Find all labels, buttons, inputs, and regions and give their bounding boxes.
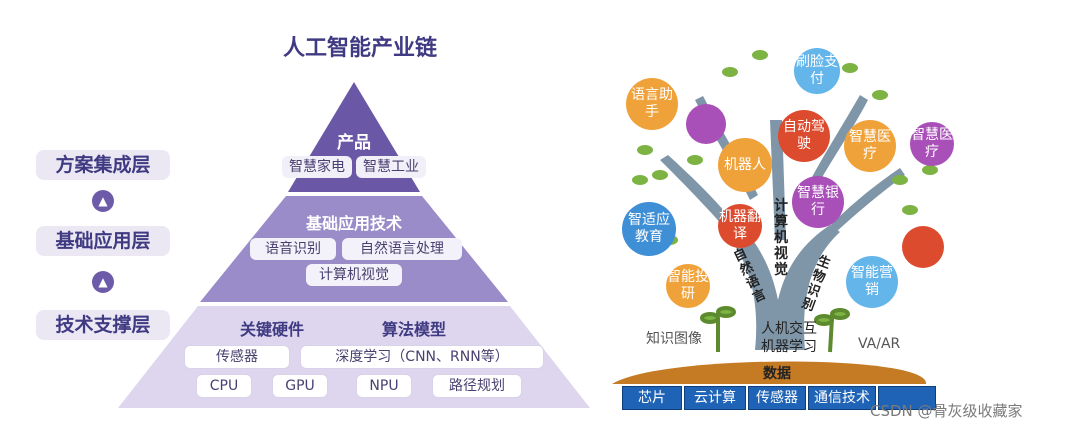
box-sensor: 传感器: [748, 386, 806, 410]
box-blank: [878, 386, 936, 410]
box-cloud-computing: 云计算: [684, 386, 746, 410]
tag-path-planning: 路径规划: [432, 374, 522, 398]
chevron-up-icon: ▲: [92, 271, 114, 293]
csdn-watermark: CSDN @骨灰级收藏家: [870, 402, 1023, 420]
bubble-red-decor: [902, 226, 944, 268]
bubble-smart-medical-2: 智慧医疗: [910, 122, 954, 166]
small-sprouts: [700, 306, 850, 353]
box-communication: 通信技术: [808, 386, 876, 410]
tag-npu: NPU: [356, 374, 412, 398]
box-chip: 芯片: [622, 386, 682, 410]
layer-label-solution: 方案集成层: [36, 150, 170, 180]
layer-label-tech-support: 技术支撑层: [36, 310, 170, 340]
tag-smart-appliance: 智慧家电: [282, 156, 352, 178]
soil-mound: [612, 361, 927, 384]
pyramid-bottom-head-algorithm: 算法模型: [381, 320, 446, 339]
bubble-face-payment: 刷脸支付: [794, 48, 840, 94]
tag-sensor: 传感器: [184, 345, 290, 369]
tag-gpu: GPU: [272, 374, 328, 398]
bubble-smart-marketing: 智能营销: [846, 256, 898, 308]
pyramid-top-head: 产品: [337, 133, 371, 153]
bubble-autonomous-driving: 自动驾驶: [778, 110, 830, 162]
tag-speech-recognition: 语音识别: [250, 238, 336, 260]
bubble-smart-bank: 智慧银行: [792, 176, 844, 228]
chevron-up-icon: ▲: [92, 190, 114, 212]
side-label-knowledge-graph: 知识图像: [646, 331, 702, 347]
tag-cpu: CPU: [196, 374, 252, 398]
pyramid-bottom-head-hardware: 关键硬件: [239, 320, 304, 339]
trunk-label-machine-learning: 机器学习: [761, 339, 817, 355]
bubble-smart-investment: 智能投研: [666, 264, 710, 308]
bubble-robot: 机器人: [718, 138, 772, 192]
bubble-voice-assistant: 语言助手: [626, 78, 678, 130]
page-title: 人工智能产业链: [282, 36, 437, 61]
trunk-label-computer-vision: 计算机视觉: [774, 198, 788, 278]
pyramid-middle-head: 基础应用技术: [305, 214, 402, 233]
soil-label-data: 数据: [763, 366, 791, 382]
layer-label-basic-app: 基础应用层: [36, 226, 170, 256]
bubble-adaptive-education: 智适应教育: [622, 202, 676, 256]
bubble-smart-medical: 智慧医疗: [844, 120, 896, 172]
tag-smart-industry: 智慧工业: [356, 156, 426, 178]
side-label-va-ar: VA/AR: [858, 336, 901, 352]
tag-nlp: 自然语言处理: [342, 238, 462, 260]
trunk-label-hci: 人机交互: [761, 321, 817, 337]
bubble-purple-decor: [686, 104, 726, 144]
tag-computer-vision: 计算机视觉: [306, 264, 402, 286]
bubble-machine-translation: 机器翻译: [718, 204, 762, 248]
tag-deep-learning: 深度学习（CNN、RNN等）: [300, 345, 544, 369]
